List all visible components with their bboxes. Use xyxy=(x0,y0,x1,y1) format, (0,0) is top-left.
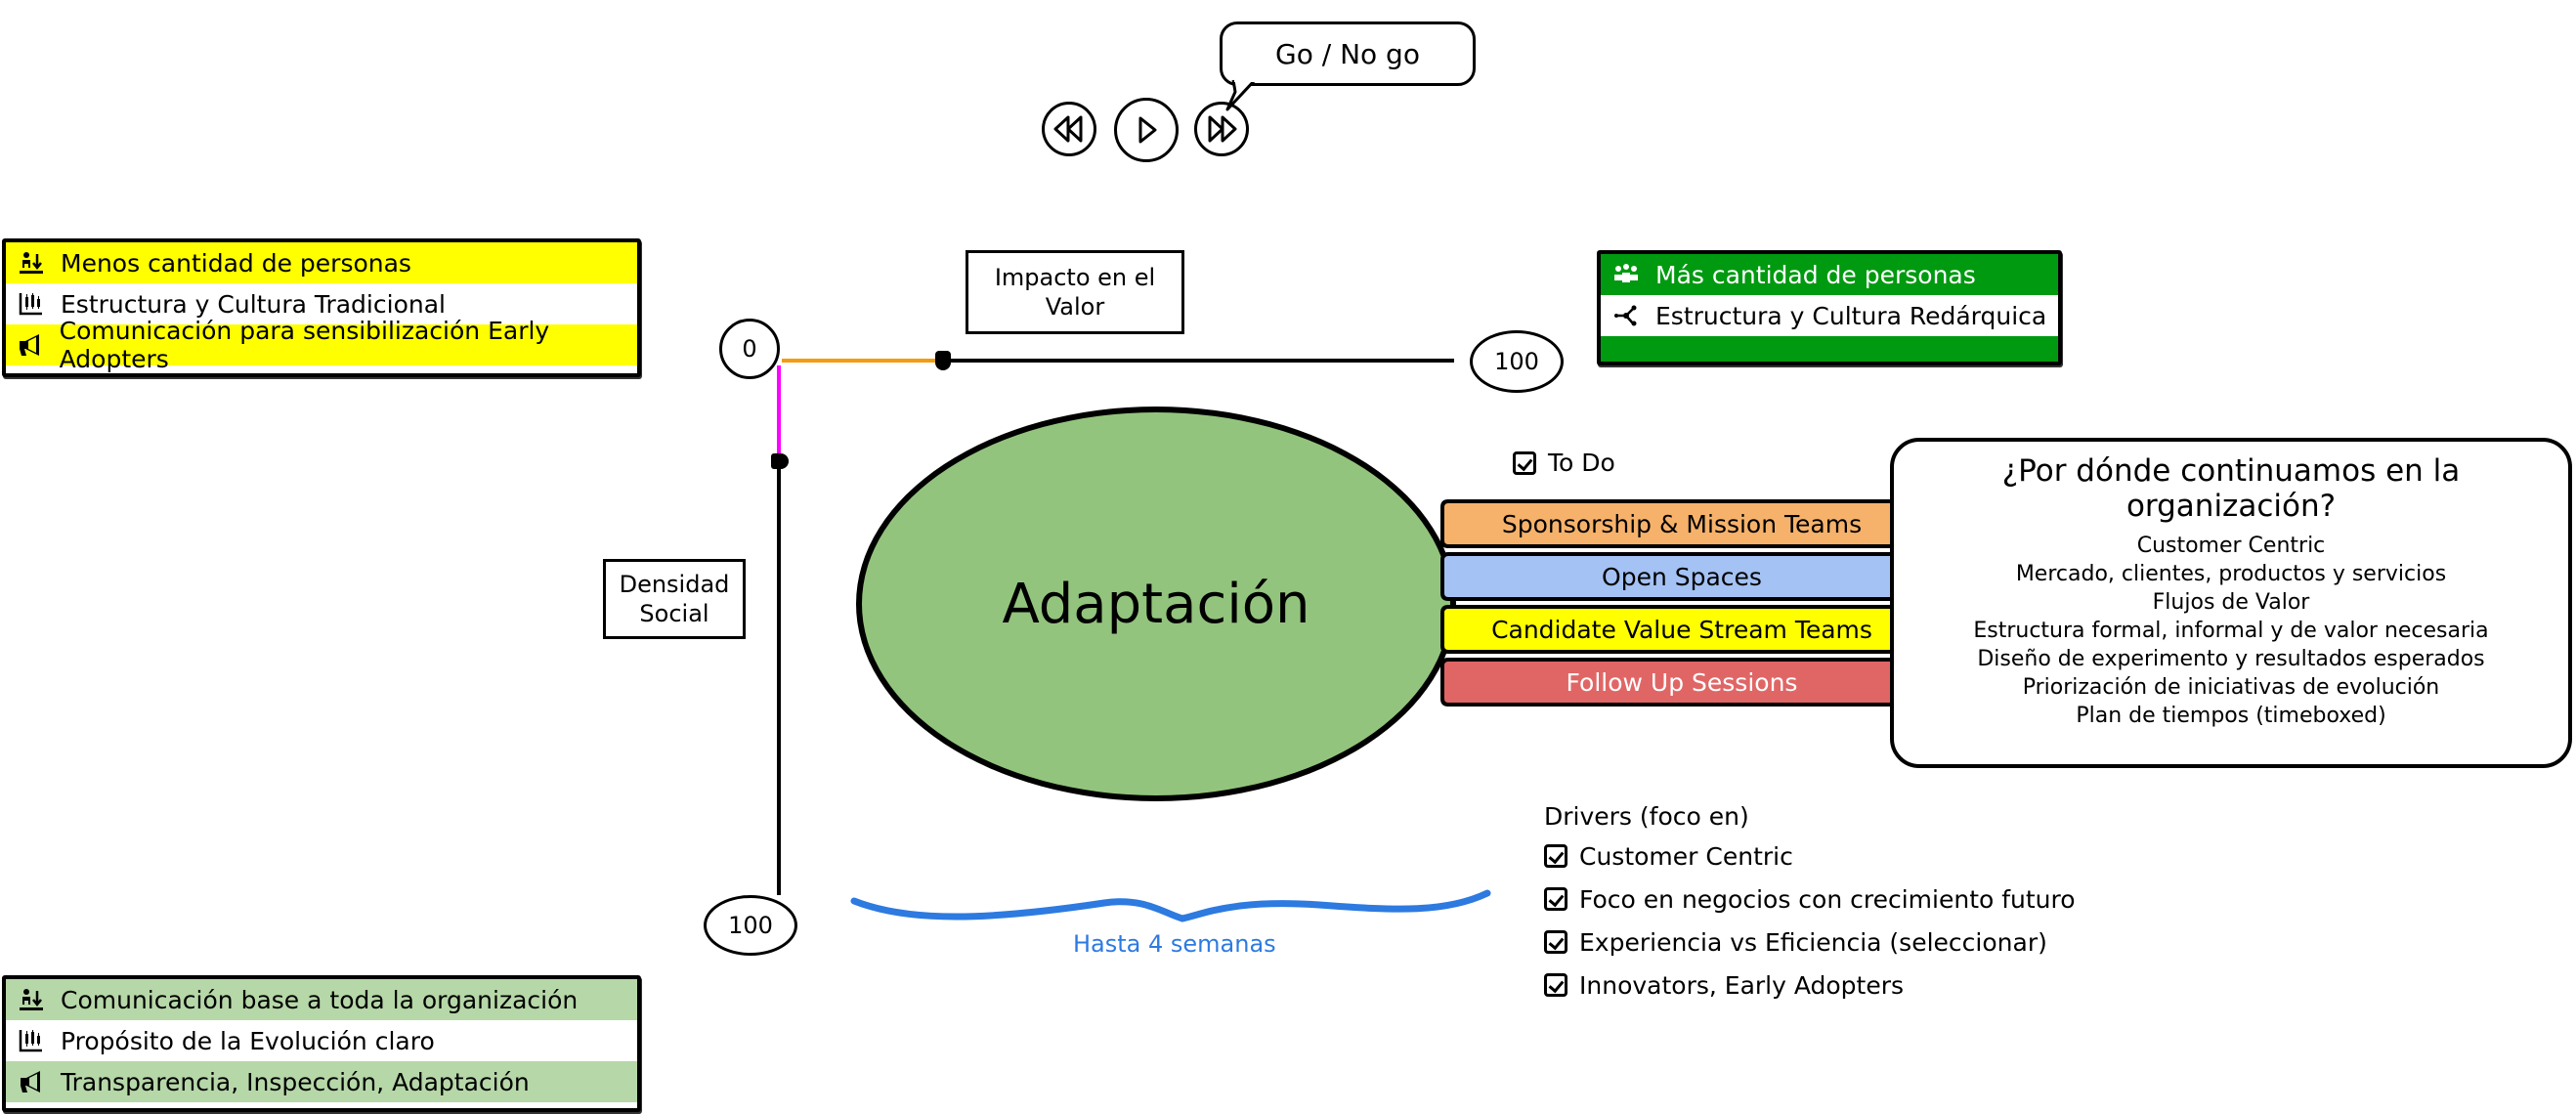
activity-candidate-value-stream-teams[interactable]: Candidate Value Stream Teams xyxy=(1440,605,1923,654)
next-steps-item: Diseño de experimento y resultados esper… xyxy=(1977,647,2485,671)
impact-max-value: 100 xyxy=(1494,348,1539,375)
driver-item[interactable]: Innovators, Early Adopters xyxy=(1544,964,2076,1007)
driver-label: Innovators, Early Adopters xyxy=(1579,970,1905,1000)
drivers-list: Drivers (foco en) Customer Centric Foco … xyxy=(1544,799,2076,1007)
legend-label: Transparencia, Inspección, Adaptación xyxy=(61,1067,530,1096)
adaptation-node: Adaptación xyxy=(856,407,1456,801)
legend-communication: Comunicación base a toda la organización… xyxy=(2,975,641,1112)
arrow-bar-shape xyxy=(1440,499,1922,548)
next-steps-item: Estructura formal, informal y de valor n… xyxy=(1973,619,2489,643)
network-icon xyxy=(1612,302,1640,329)
driver-item[interactable]: Customer Centric xyxy=(1544,835,2076,878)
legend-row: Propósito de la Evolución claro xyxy=(6,1020,637,1061)
checkbox-checked-icon[interactable] xyxy=(1513,450,1536,475)
next-steps-title: ¿Por dónde continuamos en la organizació… xyxy=(2001,453,2461,524)
legend-label: Comunicación base a toda la organización xyxy=(61,985,579,1014)
activity-label: Follow Up Sessions xyxy=(1566,667,1798,697)
play-button[interactable] xyxy=(1114,98,1179,162)
driver-item[interactable]: Foco en negocios con crecimiento futuro xyxy=(1544,878,2076,921)
impact-axis-min: 0 xyxy=(719,319,780,379)
legend-row: Comunicación base a toda la organización xyxy=(6,979,637,1020)
arrow-bar-shape xyxy=(1440,605,1922,654)
driver-label: Customer Centric xyxy=(1579,841,1793,871)
candlestick-chart-icon xyxy=(18,290,45,318)
impact-label-text: Impacto en el Valor xyxy=(994,264,1156,321)
duration-brace xyxy=(850,889,1491,922)
checkbox-checked-icon[interactable] xyxy=(1544,844,1567,868)
legend-row: Estructura y Cultura Tradicional xyxy=(6,283,637,324)
legend-row: Más cantidad de personas xyxy=(1601,254,2058,295)
next-steps-item: Plan de tiempos (timeboxed) xyxy=(2076,704,2386,728)
rewind-icon xyxy=(1053,115,1083,143)
legend-row: Transparencia, Inspección, Adaptación xyxy=(6,1061,637,1102)
impact-slider-handle[interactable] xyxy=(935,351,952,370)
legend-row-empty xyxy=(1601,336,2058,362)
legend-label: Comunicación para sensibilización Early … xyxy=(59,317,550,373)
impact-axis-max: 100 xyxy=(1470,330,1564,393)
density-max-value: 100 xyxy=(728,912,773,939)
driver-item[interactable]: Experiencia vs Eficiencia (seleccionar) xyxy=(1544,921,2076,964)
next-steps-item: Priorización de iniciativas de evolución xyxy=(2022,675,2440,700)
next-steps-box: ¿Por dónde continuamos en la organizació… xyxy=(1890,438,2572,768)
checkbox-checked-icon[interactable] xyxy=(1544,930,1567,954)
duration-label: Hasta 4 semanas xyxy=(1073,930,1276,958)
people-decrease-icon xyxy=(18,986,45,1013)
play-icon xyxy=(1138,116,1157,144)
fast-forward-button[interactable] xyxy=(1194,102,1249,156)
megaphone-icon xyxy=(18,331,44,359)
activity-follow-up-sessions[interactable]: Follow Up Sessions xyxy=(1440,658,1923,707)
driver-label: Foco en negocios con crecimiento futuro xyxy=(1579,884,2076,914)
density-axis-label: Densidad Social xyxy=(603,559,746,639)
checkbox-checked-icon[interactable] xyxy=(1544,973,1567,997)
legend-row: Estructura y Cultura Redárquica xyxy=(1601,295,2058,336)
arrow-bar-shape xyxy=(1440,552,1922,601)
legend-label: Más cantidad de personas xyxy=(1655,260,1976,289)
density-label-text: Densidad Social xyxy=(619,571,730,627)
activity-open-spaces[interactable]: Open Spaces xyxy=(1440,552,1923,601)
legend-less-people: Menos cantidad de personas Estructura y … xyxy=(2,238,641,377)
next-steps-list: Customer Centric Mercado, clientes, prod… xyxy=(1894,532,2568,730)
legend-label: Estructura y Cultura Tradicional xyxy=(61,289,446,319)
callout-tail xyxy=(1225,78,1257,111)
legend-label: Estructura y Cultura Redárquica xyxy=(1655,301,2047,330)
activity-label: Candidate Value Stream Teams xyxy=(1491,615,1872,644)
legend-row: Menos cantidad de personas xyxy=(6,242,637,283)
legend-row: Comunicación para sensibilización Early … xyxy=(6,317,637,373)
density-slider-handle[interactable] xyxy=(771,452,789,469)
density-axis-max: 100 xyxy=(704,895,797,956)
candlestick-chart-icon xyxy=(18,1027,45,1054)
driver-label: Experiencia vs Eficiencia (seleccionar) xyxy=(1579,927,2047,957)
arrow-bar-shape xyxy=(1440,658,1922,707)
next-steps-item: Mercado, clientes, productos y servicios xyxy=(2015,562,2447,586)
callout-text: Go / No go xyxy=(1275,37,1420,70)
rewind-button[interactable] xyxy=(1042,102,1096,156)
people-decrease-icon xyxy=(18,249,45,277)
impact-min-value: 0 xyxy=(742,335,757,363)
activity-sponsorship-mission-teams[interactable]: Sponsorship & Mission Teams xyxy=(1440,499,1923,548)
legend-label: Propósito de la Evolución claro xyxy=(61,1026,435,1055)
megaphone-icon xyxy=(18,1068,45,1095)
todo-label: To Do xyxy=(1548,449,1615,477)
activity-label: Sponsorship & Mission Teams xyxy=(1501,509,1863,538)
drivers-heading: Drivers (foco en) xyxy=(1544,802,1749,831)
go-no-go-callout: Go / No go xyxy=(1220,21,1476,86)
legend-label: Menos cantidad de personas xyxy=(61,248,411,278)
activity-label: Open Spaces xyxy=(1602,562,1762,591)
next-steps-item: Customer Centric xyxy=(2136,534,2326,558)
adaptation-label: Adaptación xyxy=(1002,572,1310,636)
impact-axis-label: Impacto en el Valor xyxy=(966,250,1184,334)
group-people-icon xyxy=(1612,261,1640,288)
next-steps-item: Flujos de Valor xyxy=(2152,590,2310,615)
fast-forward-icon xyxy=(1208,115,1237,143)
legend-more-people: Más cantidad de personas Estructura y Cu… xyxy=(1597,250,2062,365)
todo-checkbox-item[interactable]: To Do xyxy=(1513,449,1615,477)
checkbox-checked-icon[interactable] xyxy=(1544,887,1567,911)
